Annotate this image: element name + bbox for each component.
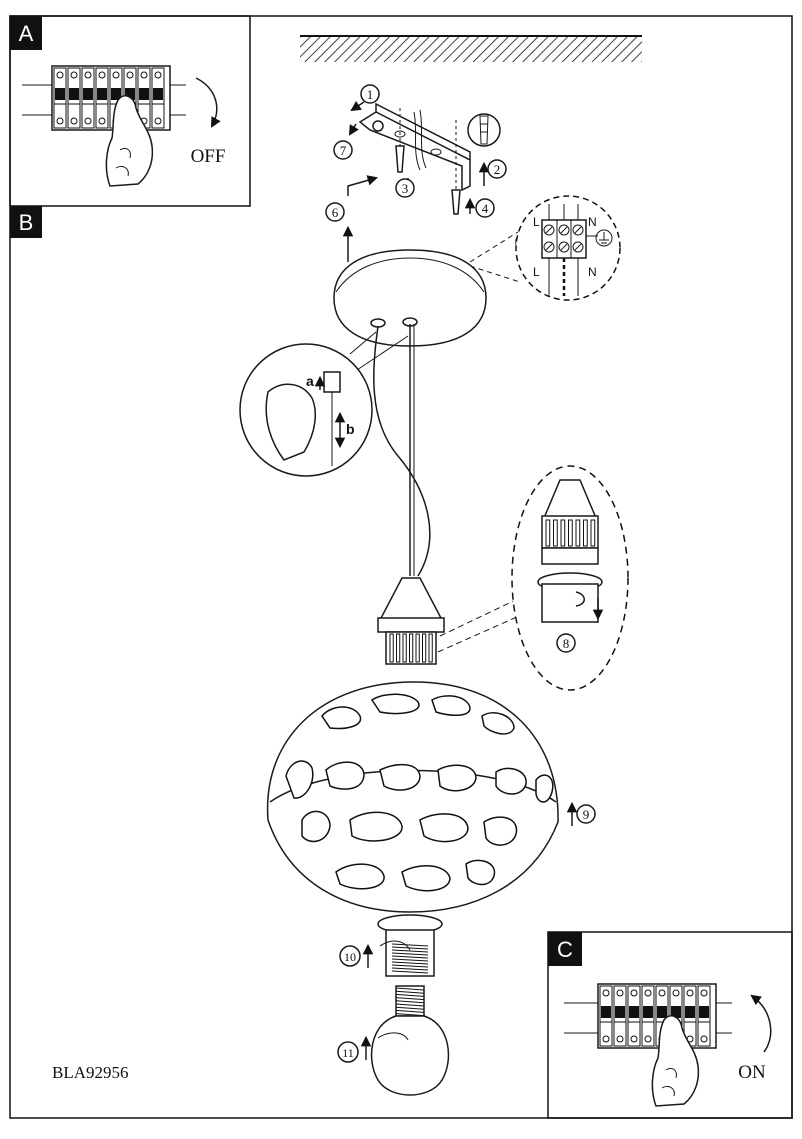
light-bulb: 11 xyxy=(337,985,450,1096)
step-2-label: 2 xyxy=(494,162,501,177)
off-label: OFF xyxy=(191,146,226,167)
suspension-cables xyxy=(373,324,431,577)
lamp-holder xyxy=(377,577,445,665)
cable-adjust-a: a xyxy=(306,373,314,389)
breaker-box-on xyxy=(564,983,732,1049)
ceiling-hatch xyxy=(300,35,642,62)
cable-adjust-callout: a b xyxy=(239,331,409,477)
terminal-neutral-top: N xyxy=(588,215,597,229)
panel-c: C ON xyxy=(547,931,793,1119)
hand-icon xyxy=(105,95,154,187)
step-7-label: 7 xyxy=(340,143,347,158)
terminal-live-top: L xyxy=(533,215,540,229)
step-3-label: 3 xyxy=(402,181,409,196)
switch-on-arrow xyxy=(750,994,772,1053)
terminal-live-bottom: L xyxy=(533,265,540,279)
step-9-label: 9 xyxy=(583,807,590,822)
terminal-neutral-bottom: N xyxy=(588,265,597,279)
hand-icon xyxy=(651,1015,700,1107)
wall-plug-callout xyxy=(467,113,501,147)
step-markers: 1 7 2 3 4 6 5 xyxy=(325,84,535,252)
switch-off-arrow xyxy=(195,77,221,128)
panel-c-label-box xyxy=(548,932,582,966)
panel-a: A OFF xyxy=(9,15,251,207)
screws xyxy=(395,108,461,215)
cable-adjust-b: b xyxy=(346,421,355,437)
mounting-bracket xyxy=(358,102,471,192)
step-1-label: 1 xyxy=(367,87,374,102)
on-label: ON xyxy=(738,1062,766,1083)
panel-a-letter: A xyxy=(19,21,34,46)
panel-c-letter: C xyxy=(557,937,573,962)
canopy xyxy=(333,249,487,347)
step-6-label: 6 xyxy=(332,205,339,220)
step-8-label: 8 xyxy=(563,636,570,651)
socket-ring-callout: 8 xyxy=(437,465,629,691)
panel-a-label-box xyxy=(10,16,42,50)
page-frame xyxy=(9,15,793,1119)
step-11-label: 11 xyxy=(342,1046,354,1060)
panel-b-label-box xyxy=(10,206,42,238)
step-10-label: 10 xyxy=(344,950,356,964)
lamp-shade: 9 xyxy=(266,681,596,913)
shade-ring: 10 xyxy=(339,914,443,977)
step-4-label: 4 xyxy=(482,201,489,216)
breaker-box-off xyxy=(22,65,186,131)
model-code: BLA92956 xyxy=(52,1063,129,1082)
terminal-block-callout: L N L N xyxy=(469,195,621,301)
panel-b-letter: B xyxy=(19,210,34,235)
step-arrows xyxy=(342,100,490,262)
